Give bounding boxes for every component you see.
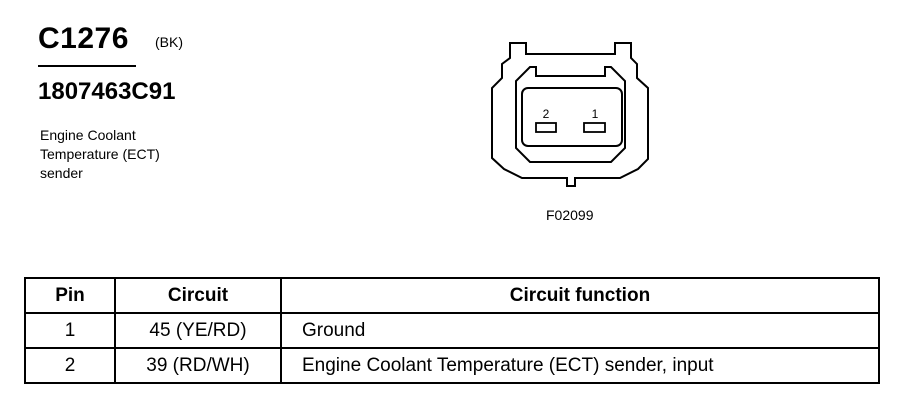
- part-number: 1807463C91: [38, 78, 176, 105]
- connector-face-diagram: 2 1: [491, 42, 649, 187]
- header-circuit-function: Circuit function: [280, 277, 880, 314]
- description-line: Engine Coolant: [40, 127, 136, 143]
- pin-2-terminal: [535, 122, 557, 133]
- connector-id-underline: [38, 65, 136, 67]
- connector-color-code: (BK): [155, 34, 183, 50]
- pin-cavity: [521, 87, 623, 147]
- table-row: 1 45 (YE/RD) Ground: [24, 312, 880, 349]
- pin-cell: 1: [24, 312, 116, 349]
- pinout-table: Pin Circuit Circuit function 1 45 (YE/RD…: [24, 277, 880, 384]
- connector-description: Engine Coolant Temperature (ECT) sender: [40, 126, 160, 183]
- figure-code: F02099: [546, 207, 594, 223]
- table-header-row: Pin Circuit Circuit function: [24, 277, 880, 314]
- header-pin: Pin: [24, 277, 116, 314]
- connector-id: C1276: [38, 22, 129, 55]
- connector-inner-shell: [515, 66, 626, 163]
- table-row: 2 39 (RD/WH) Engine Coolant Temperature …: [24, 347, 880, 384]
- pin-1-terminal: [583, 122, 606, 133]
- pin-label: 1: [592, 107, 599, 121]
- pin-cell: 2: [24, 347, 116, 384]
- description-line: Temperature (ECT): [40, 146, 160, 162]
- function-cell: Engine Coolant Temperature (ECT) sender,…: [280, 347, 880, 384]
- function-cell: Ground: [280, 312, 880, 349]
- circuit-cell: 39 (RD/WH): [114, 347, 282, 384]
- description-line: sender: [40, 165, 83, 181]
- connector-outer-shell: [491, 42, 649, 187]
- pin-label: 2: [543, 107, 550, 121]
- header-circuit: Circuit: [114, 277, 282, 314]
- circuit-cell: 45 (YE/RD): [114, 312, 282, 349]
